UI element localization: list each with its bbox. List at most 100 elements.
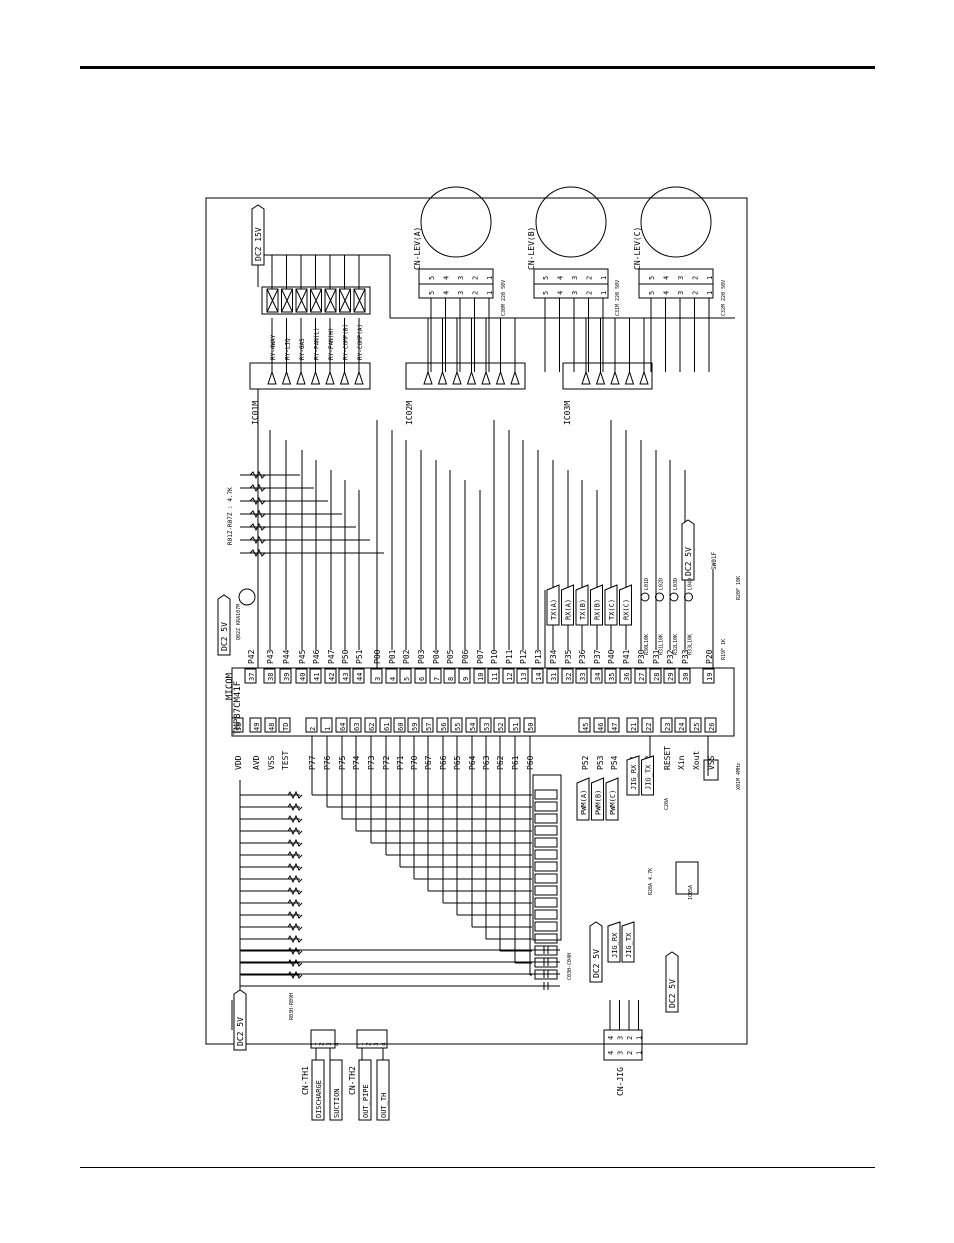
- pin-box-top: [649, 668, 662, 684]
- q02z-transistor: [238, 588, 256, 606]
- signal-flag: [619, 584, 632, 626]
- pin-box-top: [502, 668, 515, 684]
- th1-pin: 3: [326, 1042, 333, 1046]
- pin-box-top: [263, 668, 276, 684]
- pin-box-bottom: [320, 717, 333, 733]
- driver-gate: [610, 370, 620, 385]
- pin-name: P51: [355, 649, 364, 664]
- cap-bank-label: C03H-C04H: [567, 953, 573, 980]
- led-resistor-label: R30L10K: [644, 634, 650, 655]
- network-cell: [534, 849, 558, 860]
- pin-number: 33: [579, 673, 587, 681]
- pin-name: VSS: [267, 755, 276, 770]
- pin-name: AVD: [252, 755, 261, 770]
- pin-number: 6: [418, 677, 426, 681]
- jig-pin: 4: [607, 1051, 615, 1055]
- pin-number: 61: [383, 723, 391, 731]
- lev-pin-bottom: 5: [542, 291, 550, 295]
- lev-pin-top: 5: [542, 276, 550, 280]
- dc5-label-left-flag: [217, 594, 231, 656]
- driver-gate: [267, 370, 277, 385]
- pin-name: P43: [266, 649, 275, 664]
- pin-number: 5: [403, 677, 411, 681]
- lev-pin-bottom: 5: [428, 291, 436, 295]
- pin-name: P20: [705, 649, 714, 664]
- pin-number: 32: [565, 673, 573, 681]
- pin-box-top: [487, 668, 500, 684]
- signal-label: RX(C): [623, 599, 631, 620]
- resistor: [287, 790, 303, 800]
- pin-number: 58: [235, 723, 243, 731]
- dc5-label-right: DC2 5V: [684, 547, 693, 576]
- micom-label: MICOM: [225, 672, 235, 700]
- pin-name: P40: [607, 649, 616, 664]
- lev-pin-bottom: 2: [472, 291, 480, 295]
- pin-number: 50: [527, 723, 535, 731]
- driver-gate: [423, 370, 433, 385]
- signal-label: TX(C): [608, 599, 616, 620]
- pin-box-top: [458, 668, 471, 684]
- ic01m-label: IC01M: [251, 401, 260, 425]
- pwm-label: PWM(A): [580, 790, 588, 815]
- pin-number: 9: [462, 677, 470, 681]
- pin-number: 56: [440, 723, 448, 731]
- pin-box-bottom: [349, 717, 362, 733]
- pin-box-bottom: [508, 717, 521, 733]
- signal-label: TX(A): [550, 599, 558, 620]
- signal-label: TX(B): [579, 599, 587, 620]
- driver-gate: [296, 370, 306, 385]
- lev-pin-bottom: 2: [692, 291, 700, 295]
- pin-number: 2: [309, 727, 317, 731]
- pin-name: P33: [681, 649, 690, 664]
- th2-sensor-label: OUT_TH: [380, 1093, 388, 1118]
- pin-name: P35: [564, 649, 573, 664]
- signal-flag: [590, 584, 603, 626]
- pin-number: 23: [664, 723, 672, 731]
- jig-pin: 3: [617, 1036, 625, 1040]
- led-label: L02D: [659, 578, 665, 590]
- pullup-resistor: [249, 535, 266, 545]
- pin-box-top: [352, 668, 365, 684]
- pin-number: 31: [550, 673, 558, 681]
- relay-x: [353, 288, 366, 313]
- pin-number: 63: [353, 723, 361, 731]
- signal-label: RX(B): [594, 599, 602, 620]
- pin-name: P47: [327, 649, 336, 664]
- pin-box-bottom: [436, 717, 449, 733]
- pin-number: 44: [356, 673, 364, 681]
- pin-number: 41: [313, 673, 321, 681]
- lev-pin-top: 1: [600, 276, 608, 280]
- reset-ic-label: IC05A: [688, 885, 694, 900]
- pin-box-bottom: [278, 717, 291, 733]
- pin-box-bottom: [305, 717, 318, 733]
- pin-name: Xin: [677, 755, 686, 770]
- jig-pin: 3: [617, 1051, 625, 1055]
- lev-capacitor: C30M 220 50V: [501, 280, 507, 316]
- lev-label: CN-LEV(C): [633, 227, 642, 270]
- pin-number: 54: [469, 723, 477, 731]
- pin-number: 40: [299, 673, 307, 681]
- jig-connector-body: [603, 1029, 643, 1061]
- pin-name: P02: [402, 649, 411, 664]
- pullup-resistor: [249, 522, 266, 532]
- th1-plug: [329, 1059, 343, 1121]
- led-label: L03D: [673, 578, 679, 590]
- lev-pin-top: 5: [428, 276, 436, 280]
- th1-label: CN-TH1: [301, 1066, 310, 1095]
- signal-flag: [546, 584, 560, 626]
- driver-gate: [339, 370, 350, 385]
- pin-number: 48: [268, 723, 276, 731]
- jig-connector-label: CN-JIG: [616, 1067, 625, 1096]
- relay-label: RY-COMP(B): [343, 324, 350, 360]
- lev-pin-top: 3: [677, 276, 685, 280]
- pin-box-bottom: [379, 717, 392, 733]
- motor-lev-b: [535, 186, 607, 258]
- network-cell: [534, 789, 558, 800]
- pin-number: 10: [477, 673, 485, 681]
- lev-pin-top: 4: [663, 276, 671, 280]
- signal-label: RX(A): [565, 599, 573, 620]
- pin-box-bottom: [231, 717, 244, 733]
- network-cell: [534, 897, 558, 908]
- driver-gate: [310, 370, 321, 385]
- jig-signal-flag: [621, 921, 635, 963]
